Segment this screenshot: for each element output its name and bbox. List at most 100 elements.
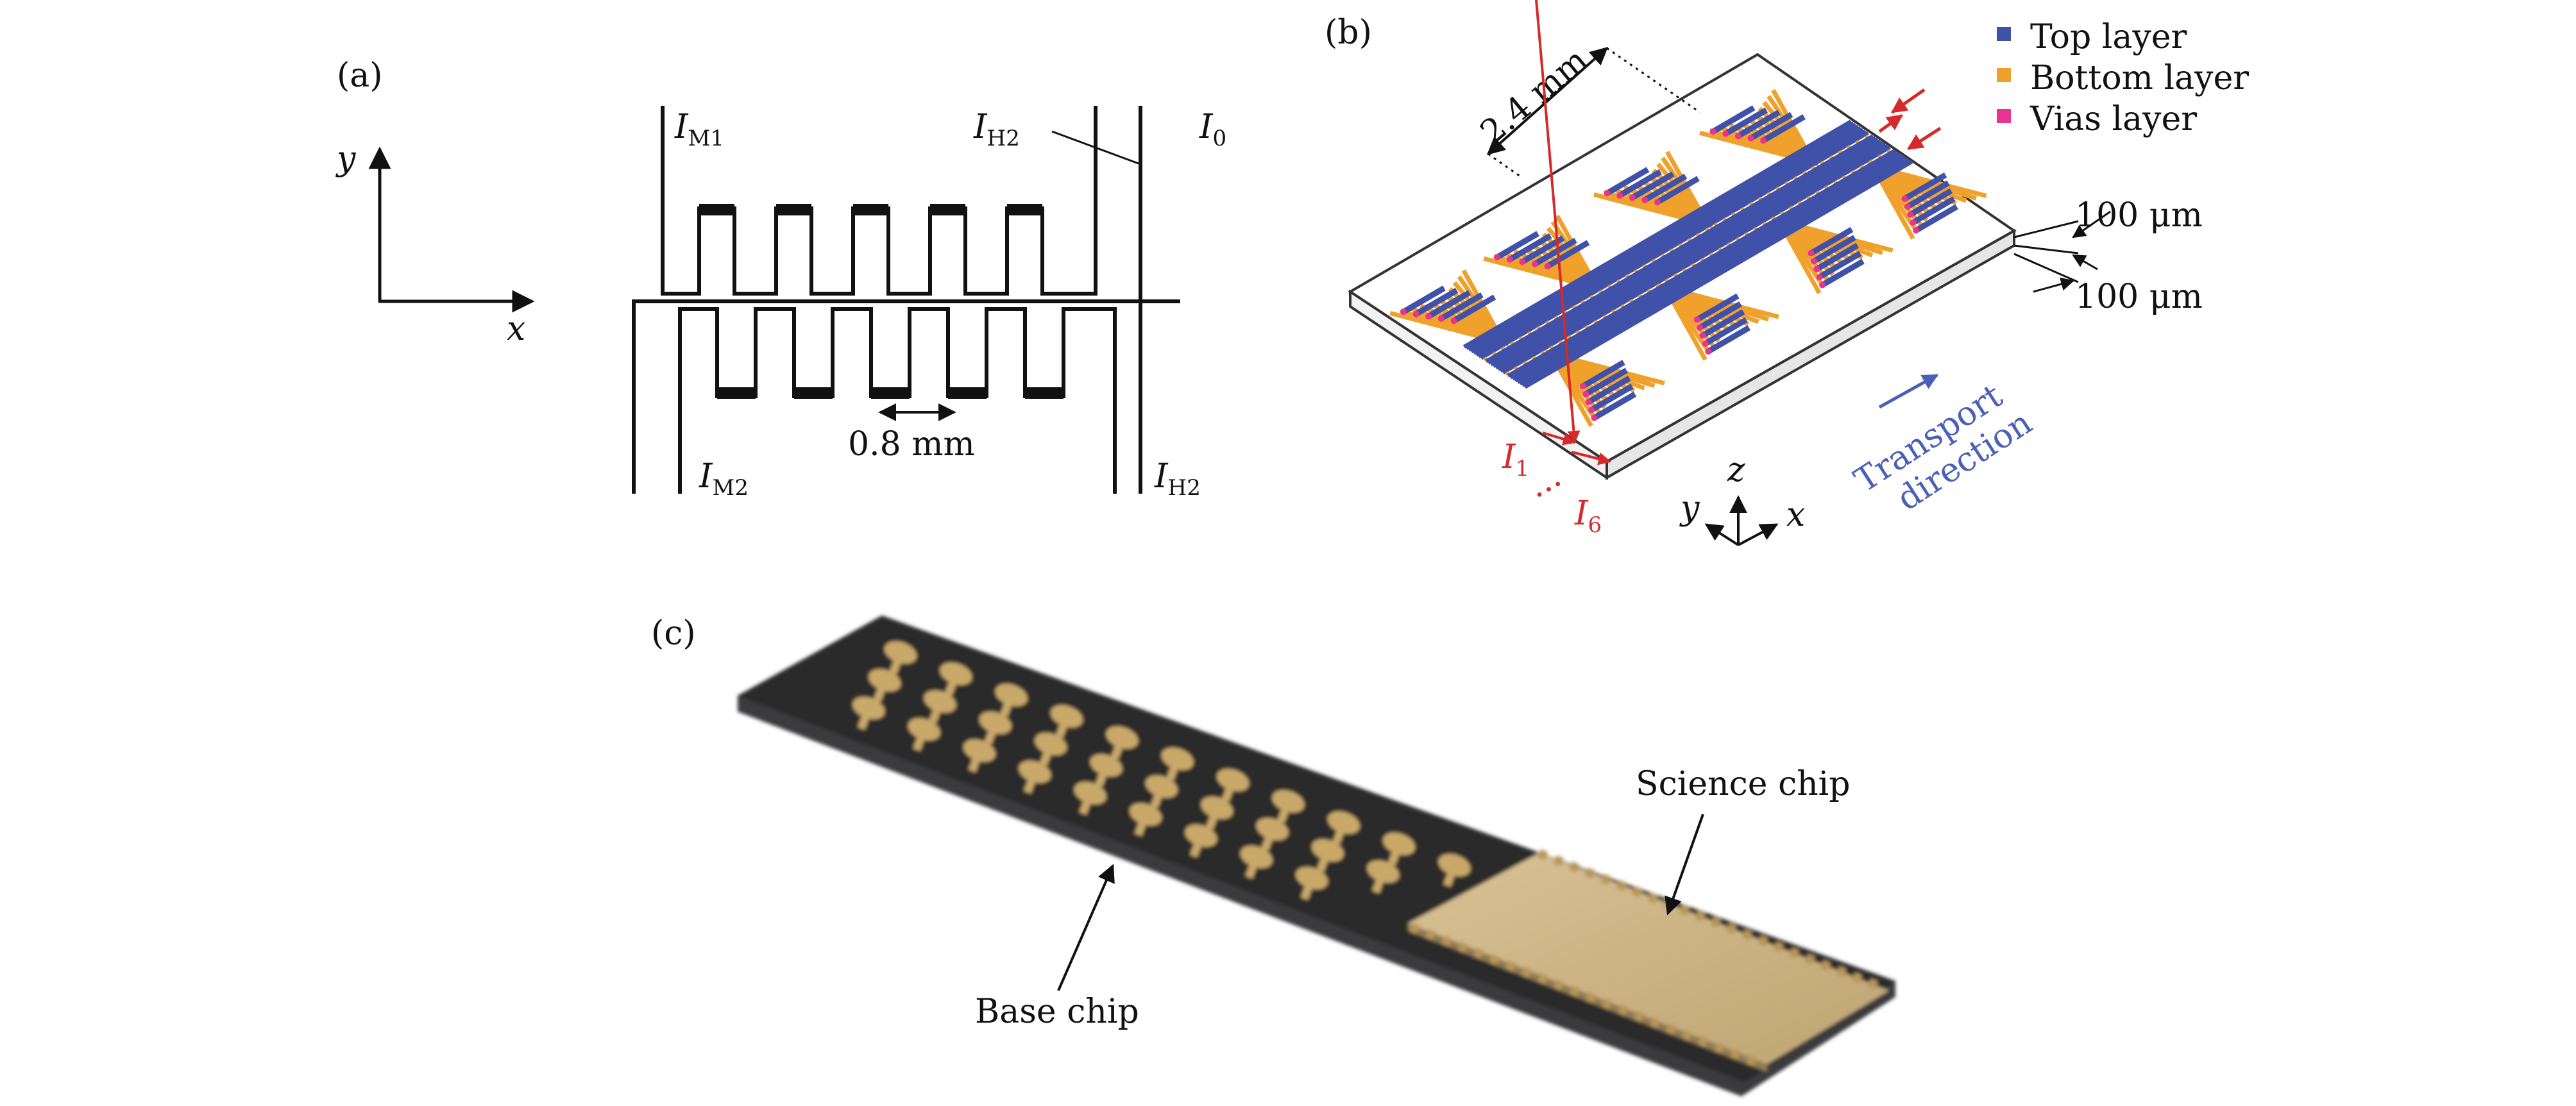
blue-finger bbox=[1818, 251, 1862, 280]
transport-label: Transport direction bbox=[1848, 377, 2039, 519]
blue-finger bbox=[1584, 367, 1629, 397]
via bbox=[1604, 190, 1611, 197]
width-label: 2.4 mm bbox=[1473, 41, 1595, 152]
top-layer-bus-line bbox=[1519, 156, 1908, 386]
blue-finger bbox=[1587, 376, 1631, 405]
bond-pad-stem bbox=[1079, 790, 1095, 815]
top-layer-bus-line bbox=[1504, 147, 1894, 376]
via bbox=[1693, 316, 1700, 323]
blue-finger bbox=[1546, 240, 1590, 269]
panel-b: (b) 2.4 mm 100 μm 100 μm bbox=[1325, 0, 2249, 546]
via bbox=[1705, 348, 1712, 355]
base-chip-label: Base chip bbox=[975, 993, 1139, 1031]
edge-pad bbox=[1647, 892, 1658, 903]
edge-pad bbox=[1852, 972, 1863, 984]
via bbox=[1400, 308, 1407, 315]
blue-finger bbox=[1533, 237, 1577, 267]
bond-pad-stem bbox=[1372, 869, 1387, 894]
edge-pad bbox=[1489, 954, 1500, 966]
blue-finger bbox=[1643, 173, 1688, 203]
axis-y-label-b: y bbox=[1679, 489, 1700, 528]
via bbox=[1709, 128, 1716, 135]
blue-finger bbox=[1724, 107, 1768, 137]
edge-pad bbox=[1758, 935, 1768, 947]
label-im1: IM1 bbox=[674, 108, 724, 151]
wire-m2 bbox=[678, 307, 1117, 494]
via bbox=[1816, 274, 1823, 281]
edge-pad bbox=[1632, 885, 1643, 898]
label-i0: I0 bbox=[1199, 108, 1226, 151]
top-layer-fingers bbox=[1400, 105, 1958, 421]
via bbox=[1437, 315, 1445, 322]
edge-pad bbox=[1600, 873, 1611, 885]
bond-pad-stem bbox=[1111, 735, 1126, 760]
edge-pad bbox=[1726, 923, 1737, 934]
edge-pad bbox=[1570, 985, 1580, 997]
edge-pad bbox=[1746, 1055, 1757, 1066]
edge-pad bbox=[1634, 1010, 1645, 1022]
legend-swatch-bottom bbox=[1997, 68, 2011, 82]
top-layer-bus-line bbox=[1521, 158, 1911, 387]
label-i6: I6 bbox=[1574, 494, 1602, 538]
via bbox=[1544, 263, 1551, 270]
science-chip-label: Science chip bbox=[1636, 765, 1851, 803]
edge-pad bbox=[1698, 1035, 1709, 1048]
blue-finger bbox=[1914, 204, 1958, 233]
blue-finger bbox=[1701, 309, 1745, 339]
via bbox=[1506, 256, 1513, 263]
blue-finger bbox=[1656, 176, 1700, 205]
via bbox=[1531, 260, 1538, 267]
bond-pad-stem bbox=[1134, 812, 1150, 837]
top-layer-bus-line bbox=[1497, 142, 1886, 371]
blue-finger bbox=[1698, 301, 1742, 330]
via bbox=[1813, 265, 1820, 272]
width-dimension-arrow bbox=[1486, 47, 1609, 155]
edge-pad bbox=[1441, 935, 1452, 947]
panel-a: (a) y x bbox=[335, 56, 1226, 501]
via bbox=[1760, 137, 1767, 144]
top-layer-bus-line bbox=[1470, 124, 1860, 354]
top-layer-bus-line bbox=[1507, 149, 1896, 378]
edge-pad bbox=[1679, 904, 1690, 916]
edge-pad bbox=[1425, 929, 1436, 941]
legend-vias-layer: Vias layer bbox=[2029, 100, 2197, 138]
top-layer-bus-line bbox=[1462, 119, 1852, 349]
via bbox=[1910, 219, 1917, 226]
via bbox=[1722, 130, 1729, 137]
edge-pad bbox=[1804, 953, 1815, 965]
blue-finger bbox=[1812, 235, 1856, 264]
top-layer-bus-line bbox=[1465, 121, 1854, 351]
via bbox=[1734, 133, 1741, 140]
via bbox=[1582, 390, 1589, 398]
top-layer-bus-line bbox=[1482, 133, 1872, 361]
blue-finger bbox=[1911, 196, 1956, 225]
edge-pad bbox=[1820, 960, 1831, 971]
wire-m1 bbox=[661, 106, 1097, 296]
thick-segments bbox=[699, 204, 1063, 399]
period-label: 0.8 mm bbox=[848, 425, 975, 464]
bond-pad-stem bbox=[1316, 848, 1332, 873]
bond-pad-stem bbox=[1095, 762, 1110, 787]
bond-pad-stem bbox=[1332, 820, 1348, 844]
bond-pad-stem bbox=[873, 678, 889, 702]
current-arrows-right bbox=[1878, 88, 1942, 151]
bond-pad-stem bbox=[1000, 692, 1016, 717]
blue-finger bbox=[1903, 172, 1947, 201]
gold-bond-pads bbox=[852, 641, 1471, 900]
edge-pad bbox=[1618, 1004, 1629, 1016]
edge-pad bbox=[1616, 880, 1627, 891]
bond-pad-stem bbox=[889, 649, 905, 674]
bond-pad-stem bbox=[858, 705, 873, 730]
science-chip-arrow bbox=[1665, 814, 1704, 916]
blue-finger bbox=[1452, 294, 1496, 324]
panel-b-axes bbox=[1704, 495, 1779, 546]
edge-pad bbox=[1569, 861, 1580, 873]
via bbox=[1588, 406, 1595, 414]
bond-pad-stem bbox=[1443, 862, 1459, 887]
via bbox=[1901, 195, 1908, 202]
via bbox=[1450, 317, 1457, 324]
edge-pad bbox=[1695, 910, 1706, 922]
label-im2: IM2 bbox=[699, 457, 749, 501]
blue-finger bbox=[1581, 360, 1625, 389]
current-arrows-left bbox=[1535, 0, 1611, 465]
